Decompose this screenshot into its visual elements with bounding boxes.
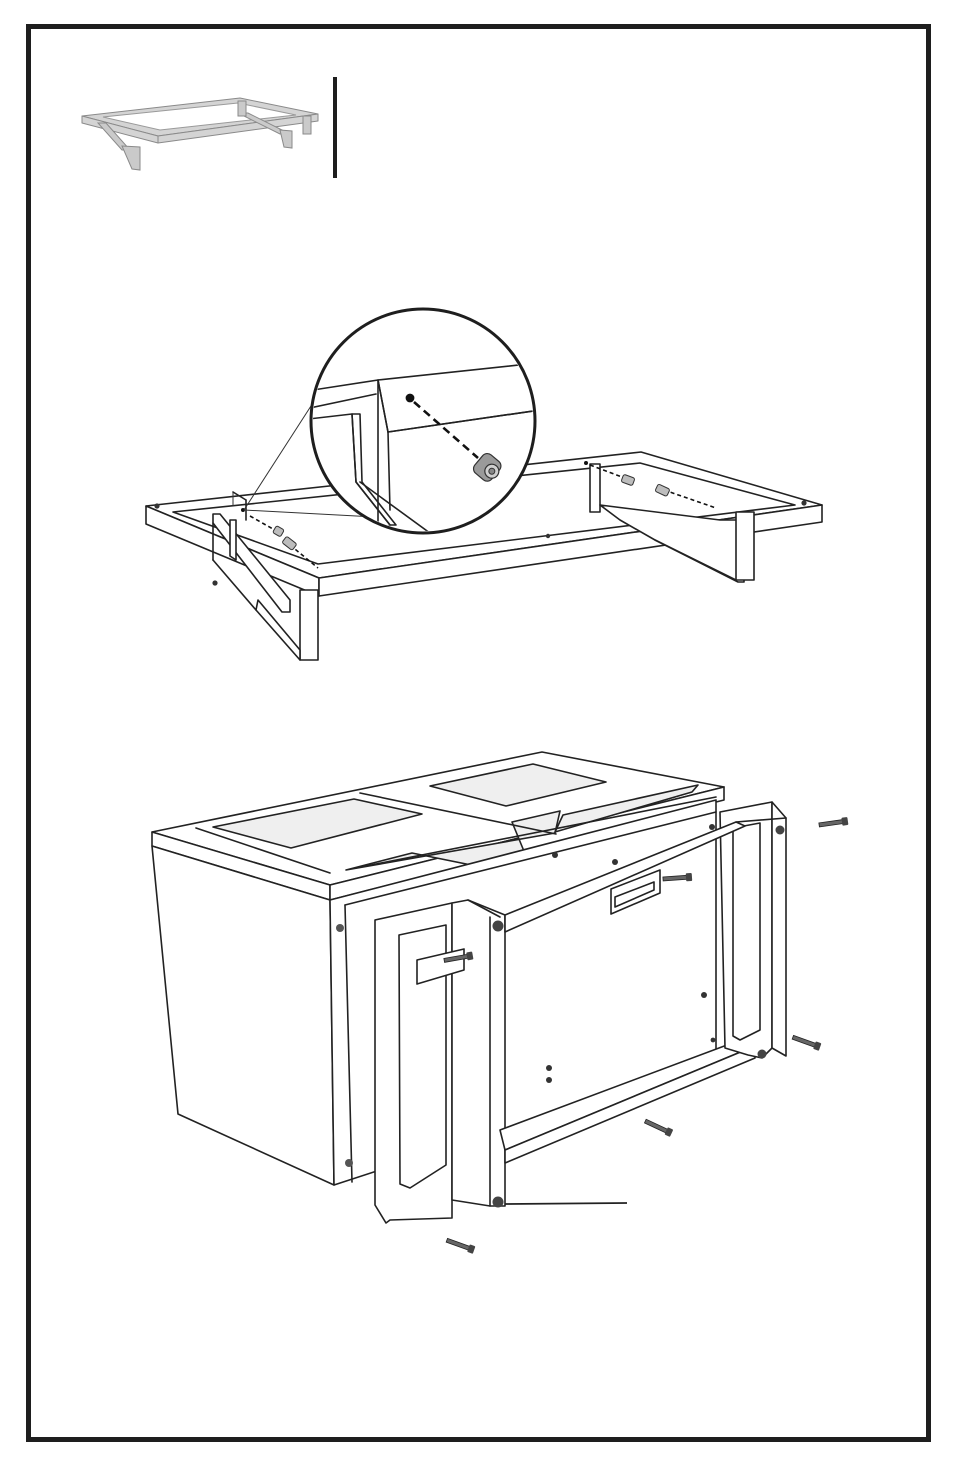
bolt-icon: [445, 1236, 475, 1253]
bolt-icon: [644, 1117, 674, 1137]
bolt-icon: [791, 1033, 821, 1050]
foot-pad-leader-line: [505, 1203, 627, 1204]
bolt-icon: [819, 817, 849, 829]
